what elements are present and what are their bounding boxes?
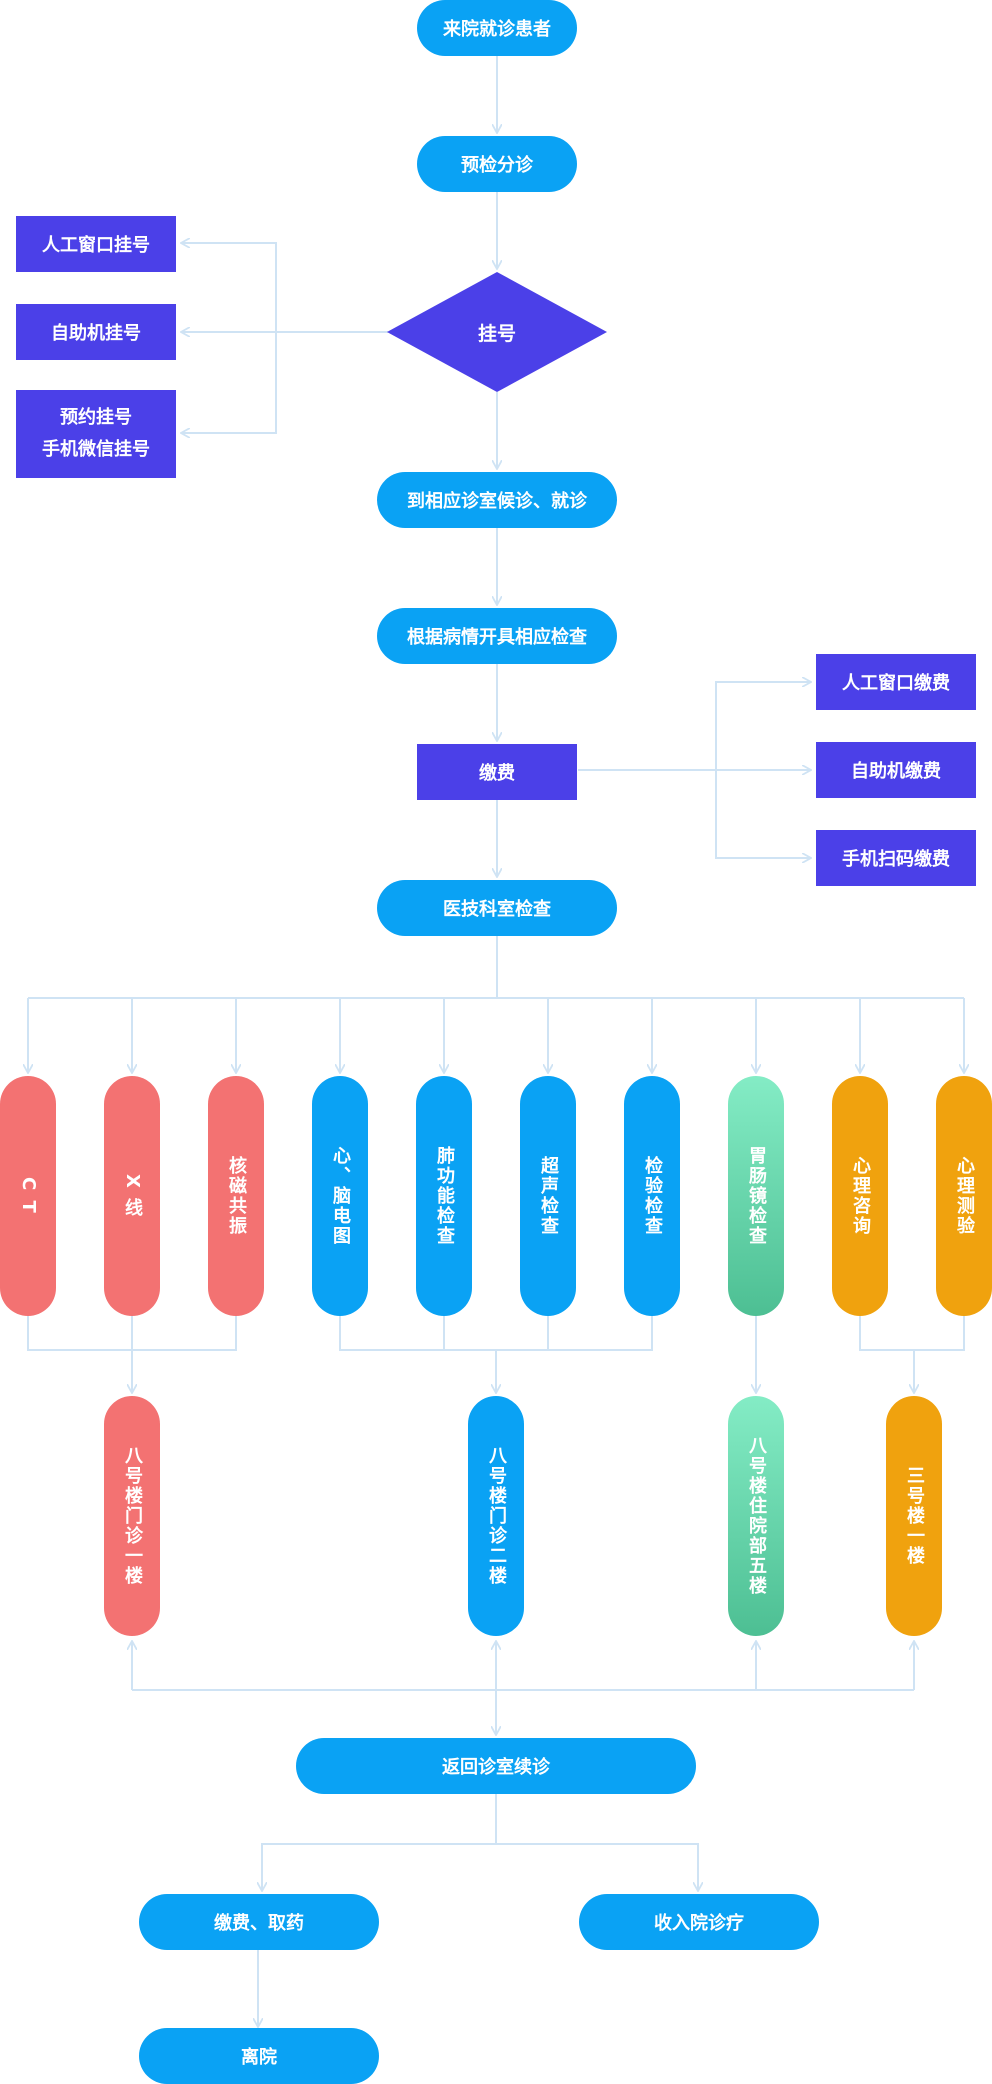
arrive-node: 来院就诊患者 xyxy=(417,0,577,56)
admission-node: 收入院诊疗 xyxy=(579,1894,819,1950)
exam-ct: C T xyxy=(0,1076,56,1316)
location-bldg8-2f-label: 八号楼门诊二楼 xyxy=(486,1446,507,1586)
exam-psych-consult: 心理咨询 xyxy=(832,1076,888,1316)
pay-manual-window: 人工窗口缴费 xyxy=(816,654,976,710)
exam-mri-label: 核磁共振 xyxy=(226,1156,247,1236)
exam-ct-label: C T xyxy=(18,1177,39,1215)
location-bldg8-clinic-1f: 八号楼门诊一楼 xyxy=(104,1396,160,1636)
exam-psych-consult-label: 心理咨询 xyxy=(850,1156,871,1236)
exam-endoscopy-label: 胃肠镜检查 xyxy=(746,1146,767,1246)
register-diamond xyxy=(387,272,607,392)
triage-node: 预检分诊 xyxy=(417,136,577,192)
reg-appointment-label: 预约挂号 xyxy=(60,407,132,428)
pay-self-service: 自助机缴费 xyxy=(816,742,976,798)
exam-lung-function: 肺功能检查 xyxy=(416,1076,472,1316)
exam-ecg-eeg: 心、脑电图 xyxy=(312,1076,368,1316)
register-label: 挂号 xyxy=(477,322,516,345)
exam-psych-test-label: 心理测验 xyxy=(954,1156,975,1236)
pay-medicine-node: 缴费、取药 xyxy=(139,1894,379,1950)
wait-clinic-node: 到相应诊室候诊、就诊 xyxy=(377,472,617,528)
reg-self-service: 自助机挂号 xyxy=(16,304,176,360)
reg-wechat-label: 手机微信挂号 xyxy=(42,439,150,460)
location-bldg8-clinic-2f: 八号楼门诊二楼 xyxy=(468,1396,524,1636)
exam-ultrasound: 超声检查 xyxy=(520,1076,576,1316)
exam-lab: 检验检查 xyxy=(624,1076,680,1316)
leave-node: 离院 xyxy=(139,2028,379,2084)
return-clinic-node: 返回诊室续诊 xyxy=(296,1738,696,1794)
location-bldg8-5f-label: 八号楼住院部五楼 xyxy=(746,1436,767,1596)
location-bldg8-1f-label: 八号楼门诊一楼 xyxy=(122,1446,143,1586)
order-exam-node: 根据病情开具相应检查 xyxy=(377,608,617,664)
exam-xray: X 线 xyxy=(104,1076,160,1316)
exam-lab-label: 检验检查 xyxy=(642,1156,663,1236)
exam-ecg-eeg-label: 心、脑电图 xyxy=(330,1146,351,1246)
reg-manual-window: 人工窗口挂号 xyxy=(16,216,176,272)
exam-mri: 核磁共振 xyxy=(208,1076,264,1316)
exam-psych-test: 心理测验 xyxy=(936,1076,992,1316)
exam-lung-label: 肺功能检查 xyxy=(434,1146,455,1246)
exam-endoscopy: 胃肠镜检查 xyxy=(728,1076,784,1316)
exam-xray-label: X 线 xyxy=(122,1173,143,1219)
pay-mobile-scan: 手机扫码缴费 xyxy=(816,830,976,886)
pay-node: 缴费 xyxy=(417,744,577,800)
exam-ultrasound-label: 超声检查 xyxy=(538,1156,559,1236)
location-bldg8-inpatient-5f: 八号楼住院部五楼 xyxy=(728,1396,784,1636)
location-bldg3-1f: 三号楼一楼 xyxy=(886,1396,942,1636)
location-bldg3-1f-label: 三号楼一楼 xyxy=(904,1466,925,1566)
tech-exam-node: 医技科室检查 xyxy=(377,880,617,936)
reg-appointment-wechat: 预约挂号 手机微信挂号 xyxy=(16,390,176,478)
